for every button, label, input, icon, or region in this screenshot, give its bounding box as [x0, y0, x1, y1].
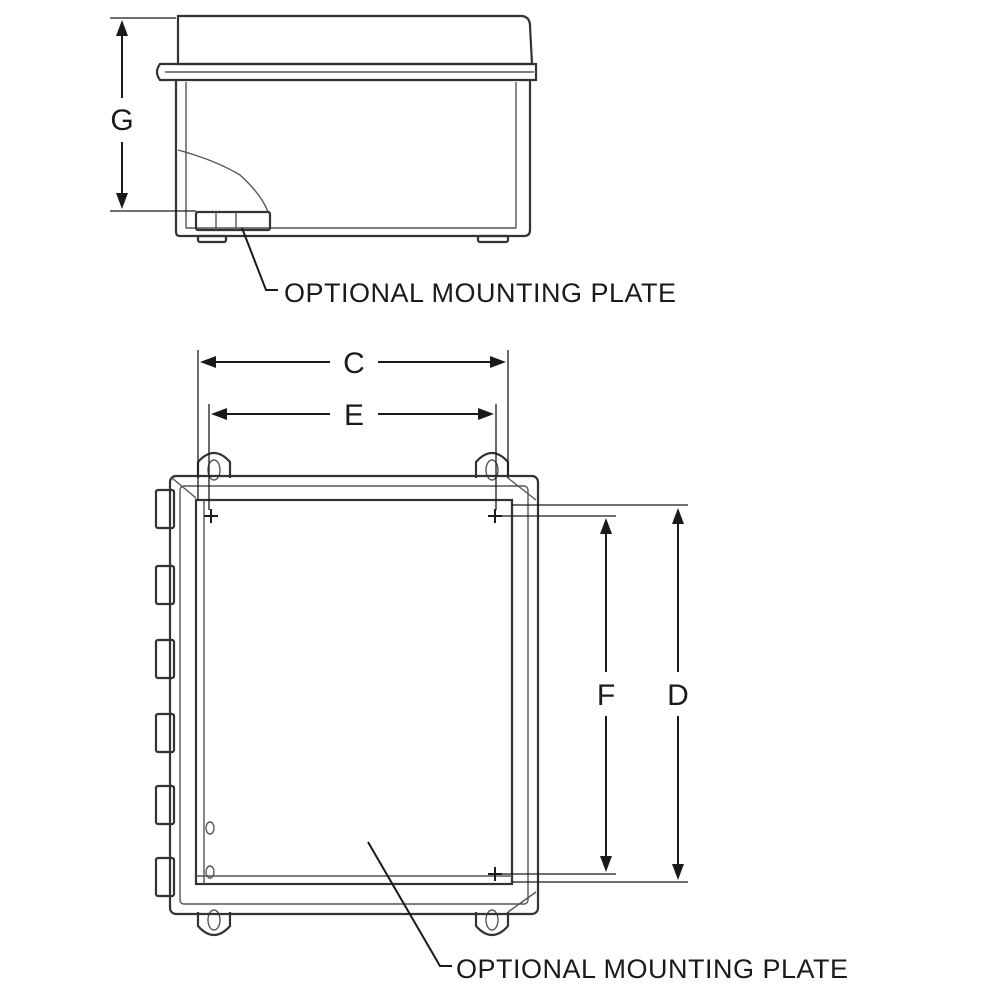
mounting-hole-marker	[488, 509, 502, 523]
hinges	[154, 488, 176, 898]
dimension-d-label: D	[667, 679, 689, 712]
side-view-body	[174, 80, 532, 238]
bottom-right-mounting-ear	[474, 912, 510, 937]
side-view-foot-left	[196, 234, 228, 244]
hinge	[154, 564, 176, 606]
hinge	[154, 712, 176, 754]
enclosure-inner-flange	[179, 485, 529, 905]
top-left-mounting-ear	[196, 451, 232, 478]
side-view-foot-right	[476, 234, 510, 244]
front-mounting-plate	[194, 498, 514, 886]
hinge	[154, 488, 176, 530]
dimension-f: F	[500, 515, 616, 875]
dimension-e-label: E	[344, 399, 364, 432]
top-right-mounting-ear	[474, 451, 510, 478]
mounting-hole-marker	[488, 867, 502, 881]
side-view: G OPTIONAL MOUNTING PLATE	[110, 14, 677, 308]
front-view-callout-label: OPTIONAL MOUNTING PLATE	[456, 954, 849, 984]
side-view-callout-label: OPTIONAL MOUNTING PLATE	[284, 278, 677, 308]
bottom-left-mounting-ear	[196, 912, 232, 937]
hinge	[154, 856, 176, 898]
dimension-c: C	[197, 347, 509, 500]
dimension-f-label: F	[597, 679, 615, 712]
dimension-c-label: C	[343, 347, 365, 380]
dimension-d: D	[512, 504, 689, 883]
mounting-hole-marker	[204, 509, 218, 523]
dimension-g-label: G	[110, 104, 133, 137]
side-view-cutaway	[177, 149, 269, 213]
side-view-lid	[176, 14, 534, 66]
dimension-g: G	[110, 17, 196, 212]
enclosure-outline	[168, 474, 540, 916]
front-view: C E F D	[154, 347, 849, 984]
front-view-callout-leader	[367, 841, 452, 967]
hinge	[154, 638, 176, 680]
side-view-mounting-plate	[194, 210, 272, 232]
hinge	[154, 784, 176, 826]
mounting-hole	[205, 865, 215, 879]
dimension-e: E	[208, 399, 497, 510]
side-view-callout-leader	[241, 227, 278, 291]
mounting-holes	[204, 509, 502, 881]
mounting-hole	[205, 821, 215, 835]
side-view-lip	[155, 62, 538, 82]
